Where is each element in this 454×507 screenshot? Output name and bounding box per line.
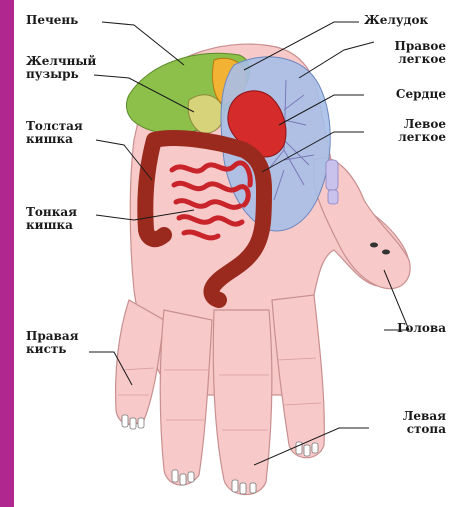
label-heart: Сердце [364,88,446,101]
little-finger [116,300,164,424]
ring-finger [160,310,212,485]
index-finger [272,295,324,458]
label-right-lung: Правое легкое [364,40,446,66]
label-gallbladder: Желчный пузырь [26,55,96,81]
label-small-intestine: Тонкая кишка [26,206,77,232]
label-stomach: Желудок [364,14,428,27]
label-right-wrist: Правая кисть [26,330,78,356]
label-liver: Печень [26,14,78,27]
label-left-foot: Левая стопа [364,410,446,436]
label-left-lung: Левое легкое [364,118,446,144]
middle-finger [213,310,272,495]
label-large-intestine: Толстая кишка [26,120,83,146]
trachea [326,160,338,204]
label-head: Голова [364,322,446,335]
